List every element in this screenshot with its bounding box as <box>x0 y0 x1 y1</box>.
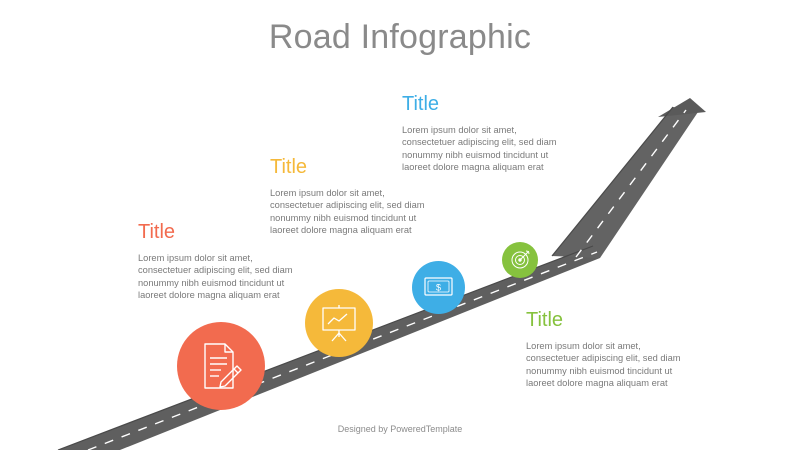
step-1-circle <box>177 322 265 410</box>
road-arrowhead <box>658 98 706 117</box>
step-1-text: Lorem ipsum dolor sit amet,consectetuer … <box>138 253 293 301</box>
step-2-title: Title <box>270 156 308 178</box>
road-rise-surface <box>552 107 698 258</box>
target-icon <box>511 250 530 269</box>
step-4-title: Title <box>526 309 564 331</box>
step-3-title: Title <box>402 93 440 115</box>
lane-mark-rise <box>575 109 687 258</box>
step-4-text: Lorem ipsum dolor sit amet,consectetuer … <box>526 341 681 389</box>
presentation-chart-icon <box>322 305 356 342</box>
step-1-title: Title <box>138 221 176 243</box>
step-2-circle <box>305 289 373 357</box>
step-4-circle <box>502 242 538 278</box>
document-pencil-icon <box>204 343 242 389</box>
dollar-bill-icon: $ <box>424 277 453 296</box>
page-title: Road Infographic <box>268 18 532 56</box>
svg-text:$: $ <box>436 283 441 293</box>
step-3-circle: $ <box>412 261 465 314</box>
step-2-text: Lorem ipsum dolor sit amet,consectetuer … <box>270 188 425 236</box>
footer-credit: Designed by PoweredTemplate <box>337 424 463 434</box>
step-3-text: Lorem ipsum dolor sit amet,consectetuer … <box>402 125 557 173</box>
